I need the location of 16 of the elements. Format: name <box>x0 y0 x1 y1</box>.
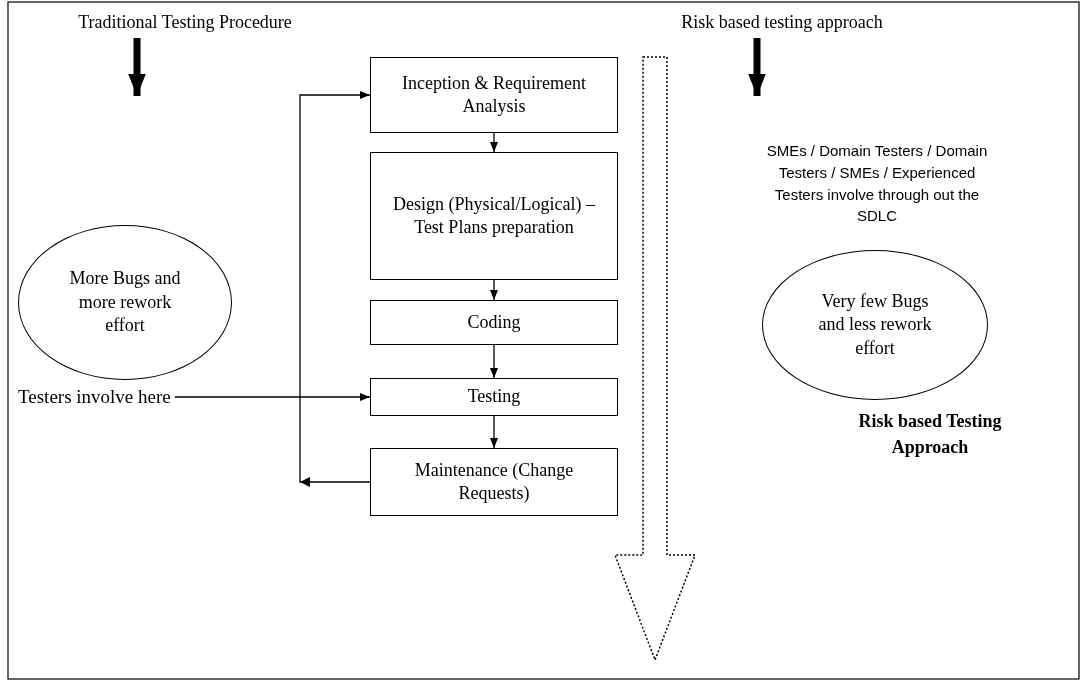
caption-text: Risk based Testing Approach <box>857 410 1003 460</box>
heading-text: Traditional Testing Procedure <box>55 10 315 36</box>
process-box: Inception & Requirement Analysis <box>370 57 618 133</box>
arrow <box>174 393 371 401</box>
ellipse: More Bugs and more rework effort <box>18 225 232 380</box>
arrow <box>490 279 498 301</box>
process-box: Coding <box>370 300 618 345</box>
process-box: Design (Physical/Logical) – Test Plans preparation <box>370 152 618 280</box>
arrow <box>490 132 498 153</box>
arrow <box>490 344 498 379</box>
arrow <box>490 415 498 449</box>
heading-text: Risk based testing approach <box>652 10 912 36</box>
process-box: Maintenance (Change Requests) <box>370 448 618 516</box>
note-text: SMEs / Domain Testers / Domain Testers / SMEs / Experienced Testers involve through out the SDLC <box>765 141 989 227</box>
process-box: Testing <box>370 378 618 416</box>
annotation-text: Testers involve here <box>18 385 171 409</box>
